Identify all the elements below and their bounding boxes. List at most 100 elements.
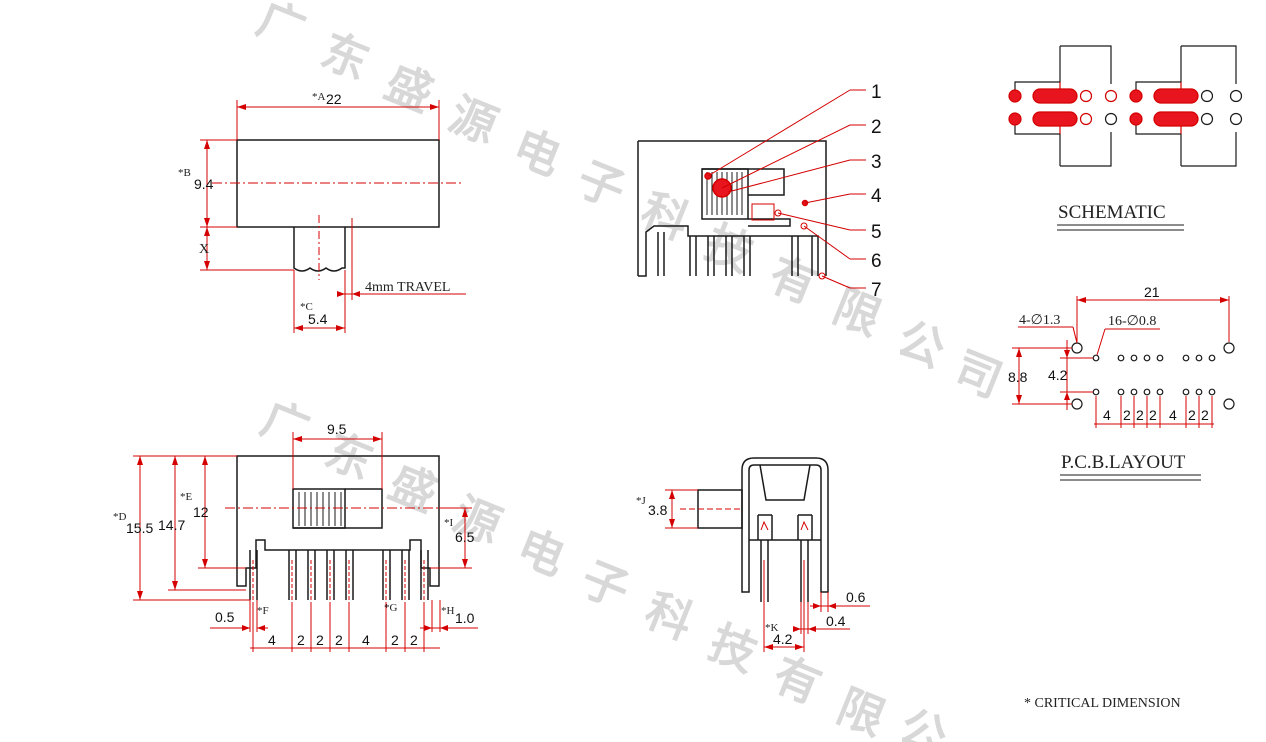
- side-cavity: [759, 464, 811, 501]
- watermark-char: 科: [638, 583, 701, 650]
- top-view: *A 22 *B 9.4 X 4mm TRAVEL *C 5.4: [178, 91, 466, 333]
- dim-j-value: 3.8: [648, 502, 668, 518]
- pcb-pitch: 2: [1201, 407, 1209, 423]
- pitch-value: 4: [268, 632, 276, 648]
- watermark-char: 限: [830, 679, 893, 742]
- front-arrows: [137, 436, 468, 631]
- schematic-contacts-row1: [1008, 88, 1243, 104]
- watermark-char: 子: [570, 151, 633, 218]
- pcb-hole-small: 16-∅0.8: [1108, 314, 1156, 329]
- callout-view: [637, 140, 827, 280]
- point-5: [774, 209, 782, 217]
- watermark-char: 源: [442, 87, 505, 154]
- dim-h-label: *H: [441, 605, 455, 617]
- pcb-pitch: 4: [1169, 407, 1177, 423]
- watermark-char: 司: [947, 341, 1010, 408]
- pitch-value: 2: [391, 632, 399, 648]
- callout-3: 3: [871, 152, 882, 173]
- arrow: [237, 104, 246, 110]
- dim-147-value: 14.7: [158, 517, 185, 533]
- arrow: [336, 325, 345, 331]
- housing-base: [638, 225, 819, 277]
- dim-a-value: 22: [326, 91, 342, 107]
- pitch-value: 4: [362, 632, 370, 648]
- dim-j-label: *J: [636, 495, 647, 507]
- side-arrows: [669, 490, 836, 650]
- watermark-char: 广: [250, 0, 313, 58]
- watermark-char: 广: [254, 391, 317, 458]
- front-view: [236, 455, 440, 600]
- watermark-char: 有: [766, 647, 829, 714]
- pcb-pitch: 4: [1103, 407, 1111, 423]
- front-pin-centerlines: [252, 560, 425, 605]
- dim-x-label: X: [199, 242, 209, 257]
- dim-c-label: *C: [300, 301, 313, 313]
- slider-frame: [702, 168, 791, 227]
- callout-4: 4: [871, 186, 882, 207]
- dim-k-value: 4.2: [773, 631, 793, 647]
- dim-c-value: 5.4: [308, 311, 328, 327]
- arrow: [430, 104, 439, 110]
- dim-04-value: 0.4: [826, 613, 846, 629]
- schematic-frames: [1014, 45, 1237, 167]
- pcb-width-value: 21: [1144, 284, 1160, 300]
- pcb-arrows: [1016, 297, 1229, 404]
- watermark-char: 盛: [378, 55, 441, 122]
- watermark-char: 子: [574, 551, 637, 618]
- dim-d-value: 15.5: [126, 520, 153, 536]
- callout-1: 1: [871, 82, 882, 103]
- watermark: 广 东 盛 源 电 子 科 技 有 限 公 司 广 东 盛 源 电 子 科 技 …: [250, 0, 1010, 742]
- callout-leaders: [707, 89, 866, 289]
- pitch-value: 2: [410, 632, 418, 648]
- watermark-char: 公: [890, 311, 953, 378]
- pcb-h88: 8.8: [1008, 369, 1028, 385]
- side-dim-text: *J 3.8 *K 4.2 0.6 0.4: [636, 495, 866, 647]
- watermark-char: 电: [510, 519, 573, 586]
- front-pins: [249, 550, 429, 600]
- dim-k-label: *K: [765, 622, 779, 634]
- pcb-layout: 21 4-∅1.3 16-∅0.8 8.8 4.2 4 2 2 2 4 2 2 …: [1008, 284, 1235, 481]
- point-7: [818, 272, 826, 280]
- side-contacts: [760, 520, 809, 531]
- front-dim-text: 9.5 *D 15.5 14.7 *E 12 *I 6.5 0.5 *F *G …: [113, 421, 475, 648]
- watermark-char: 有: [762, 247, 825, 314]
- dim-g-label: *G: [384, 602, 398, 614]
- schematic-title: SCHEMATIC: [1058, 202, 1166, 223]
- critical-dimension-note: * CRITICAL DIMENSION: [1024, 696, 1181, 711]
- contact-tab: [751, 203, 775, 221]
- dim-i-label: *I: [444, 517, 454, 529]
- dim-edge-value: 0.5: [215, 609, 235, 625]
- pitch-value: 2: [297, 632, 305, 648]
- schematic: SCHEMATIC: [1008, 45, 1243, 231]
- dim-d-label: *D: [113, 511, 127, 523]
- dim-width-value: 9.5: [327, 421, 347, 437]
- side-frame: [741, 457, 829, 593]
- pcb-dims: [1012, 296, 1230, 428]
- arrow: [204, 227, 210, 236]
- arrow: [204, 261, 210, 270]
- point-6: [800, 222, 808, 230]
- pcb-pitch: 2: [1188, 407, 1196, 423]
- travel-label: 4mm TRAVEL: [365, 280, 450, 295]
- watermark-char: 东: [314, 23, 377, 90]
- dim-h-value: 1.0: [455, 610, 475, 626]
- dim-b-label: *B: [178, 167, 191, 179]
- callout-numbers: 1 2 3 4 5 6 7: [871, 82, 882, 301]
- front-actuator-ridges: [298, 492, 342, 526]
- arrow: [204, 218, 210, 227]
- pcb-pitch: 2: [1123, 407, 1131, 423]
- arrow: [352, 291, 360, 297]
- dim-06-value: 0.6: [846, 589, 866, 605]
- dim-f-label: *F: [257, 605, 269, 617]
- pitch-value: 2: [335, 632, 343, 648]
- arrow: [337, 291, 345, 297]
- watermark-char: 科: [634, 183, 697, 250]
- pcb-pitch: 2: [1149, 407, 1157, 423]
- watermark-char: 技: [702, 615, 765, 682]
- front-body: [236, 455, 440, 587]
- pitch-value: 2: [316, 632, 324, 648]
- dim-b-value: 9.4: [194, 176, 214, 192]
- side-view: [697, 457, 829, 602]
- pcb-pitch: 2: [1136, 407, 1144, 423]
